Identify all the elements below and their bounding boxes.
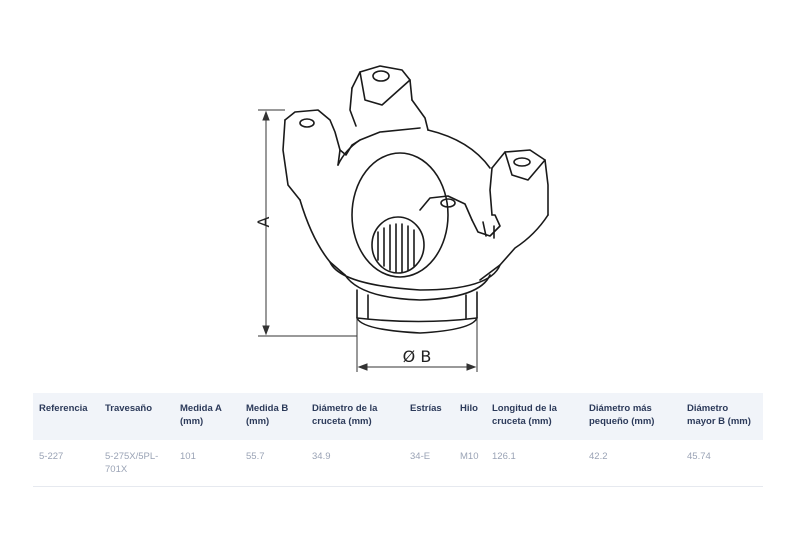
cell-diametro-cruceta: 34.9 (306, 440, 404, 487)
header-diametro-mayor: Diámetro mayor B (mm) (681, 393, 763, 440)
header-hilo: Hilo (454, 393, 486, 440)
cell-referencia: 5-227 (33, 440, 99, 487)
cell-diametro-pequeno: 42.2 (583, 440, 681, 487)
dimension-b-lines (356, 318, 478, 372)
header-referencia: Referencia (33, 393, 99, 440)
dimension-a-lines (258, 109, 357, 337)
cell-diametro-mayor: 45.74 (681, 440, 763, 487)
header-diametro-pequeno: Diámetro más pequeño (mm) (583, 393, 681, 440)
header-travesano: Travesaño (99, 393, 174, 440)
header-estrias: Estrías (404, 393, 454, 440)
table-header-row: Referencia Travesaño Medida A (mm) Medid… (33, 393, 763, 440)
dimension-b-label: Ø B (403, 347, 432, 366)
cell-hilo: M10 (454, 440, 486, 487)
yoke-drawing-svg: A Ø B (254, 65, 549, 372)
header-longitud-cruceta: Longitud de la cruceta (mm) (486, 393, 583, 440)
cell-medida-a: 101 (174, 440, 240, 487)
technical-drawing: A Ø B (254, 65, 549, 372)
cell-estrias: 34-E (404, 440, 454, 487)
spec-table: Referencia Travesaño Medida A (mm) Medid… (33, 393, 763, 487)
header-medida-a: Medida A (mm) (174, 393, 240, 440)
yoke-part-outline (282, 65, 549, 334)
table-row: 5-227 5-275X/5PL-701X 101 55.7 34.9 34-E… (33, 440, 763, 487)
dimension-a-label: A (254, 216, 273, 227)
cell-longitud-cruceta: 126.1 (486, 440, 583, 487)
cell-medida-b: 55.7 (240, 440, 306, 487)
cell-travesano: 5-275X/5PL-701X (99, 440, 174, 487)
header-medida-b: Medida B (mm) (240, 393, 306, 440)
header-diametro-cruceta: Diámetro de la cruceta (mm) (306, 393, 404, 440)
